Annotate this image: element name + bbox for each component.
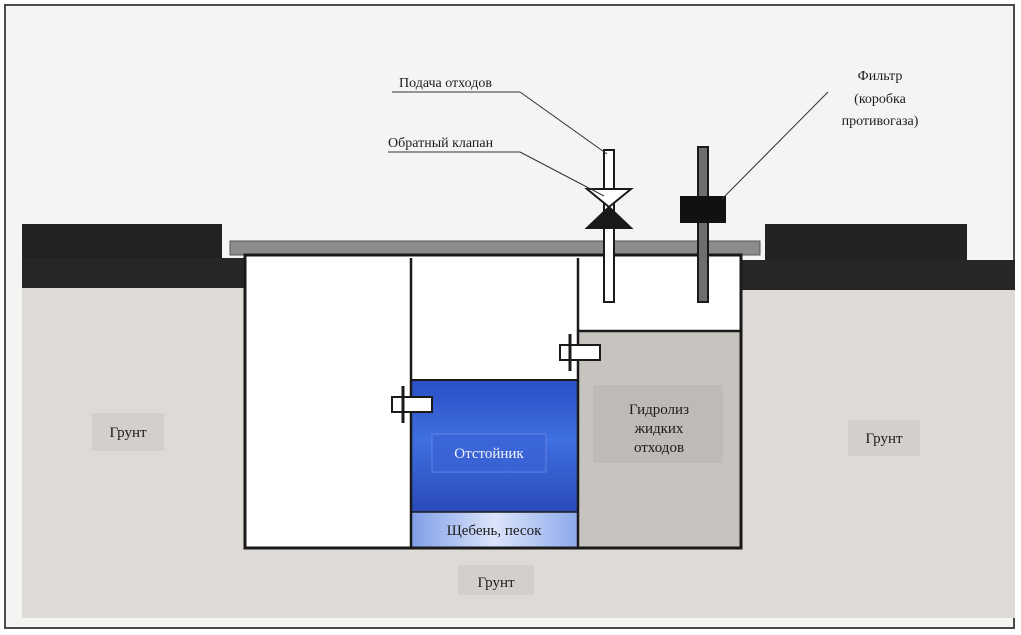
soil-bottom-label-box [458,565,534,595]
vent-pipe [697,146,709,303]
hydrolysis-label-box [593,385,723,463]
feed-label: Подача отходов [399,76,492,91]
soil-left-label-box [92,413,164,451]
settler-label: Отстойник [454,446,524,462]
soil-right-label-box [848,420,920,456]
hydrolysis-label-line1: Гидролиз [629,402,689,418]
soil-left [22,285,246,618]
check-valve-icon [584,188,634,229]
filter-box [680,196,726,223]
check-valve-label: Обратный клапан [388,136,494,151]
soil-right-label: Грунт [865,431,903,447]
surface-right [740,260,1015,290]
overflow-pipe-lower [391,386,433,423]
gravel-layer [411,512,578,548]
filter-note-line2: противогаза) [842,114,919,129]
surface-right-raised [765,224,967,260]
pit-outline [243,253,743,550]
lid-slab [229,240,761,256]
hydrolysis-label-line2: жидких [634,421,684,437]
overflow-pipe-upper [559,334,601,371]
gravel-label: Щебень, песок [447,523,542,539]
soil-bottom-label: Грунт [477,575,515,591]
surface-left-raised [22,224,222,258]
filter-label: Фильтр [858,69,903,84]
leader-lines [388,91,829,200]
settler-label-box [431,433,547,473]
surface-left [22,258,246,288]
filter-note-line1: (коробка [854,92,906,107]
hydrolysis-label-line3: отходов [634,440,684,456]
soil-left-label: Грунт [109,425,147,441]
